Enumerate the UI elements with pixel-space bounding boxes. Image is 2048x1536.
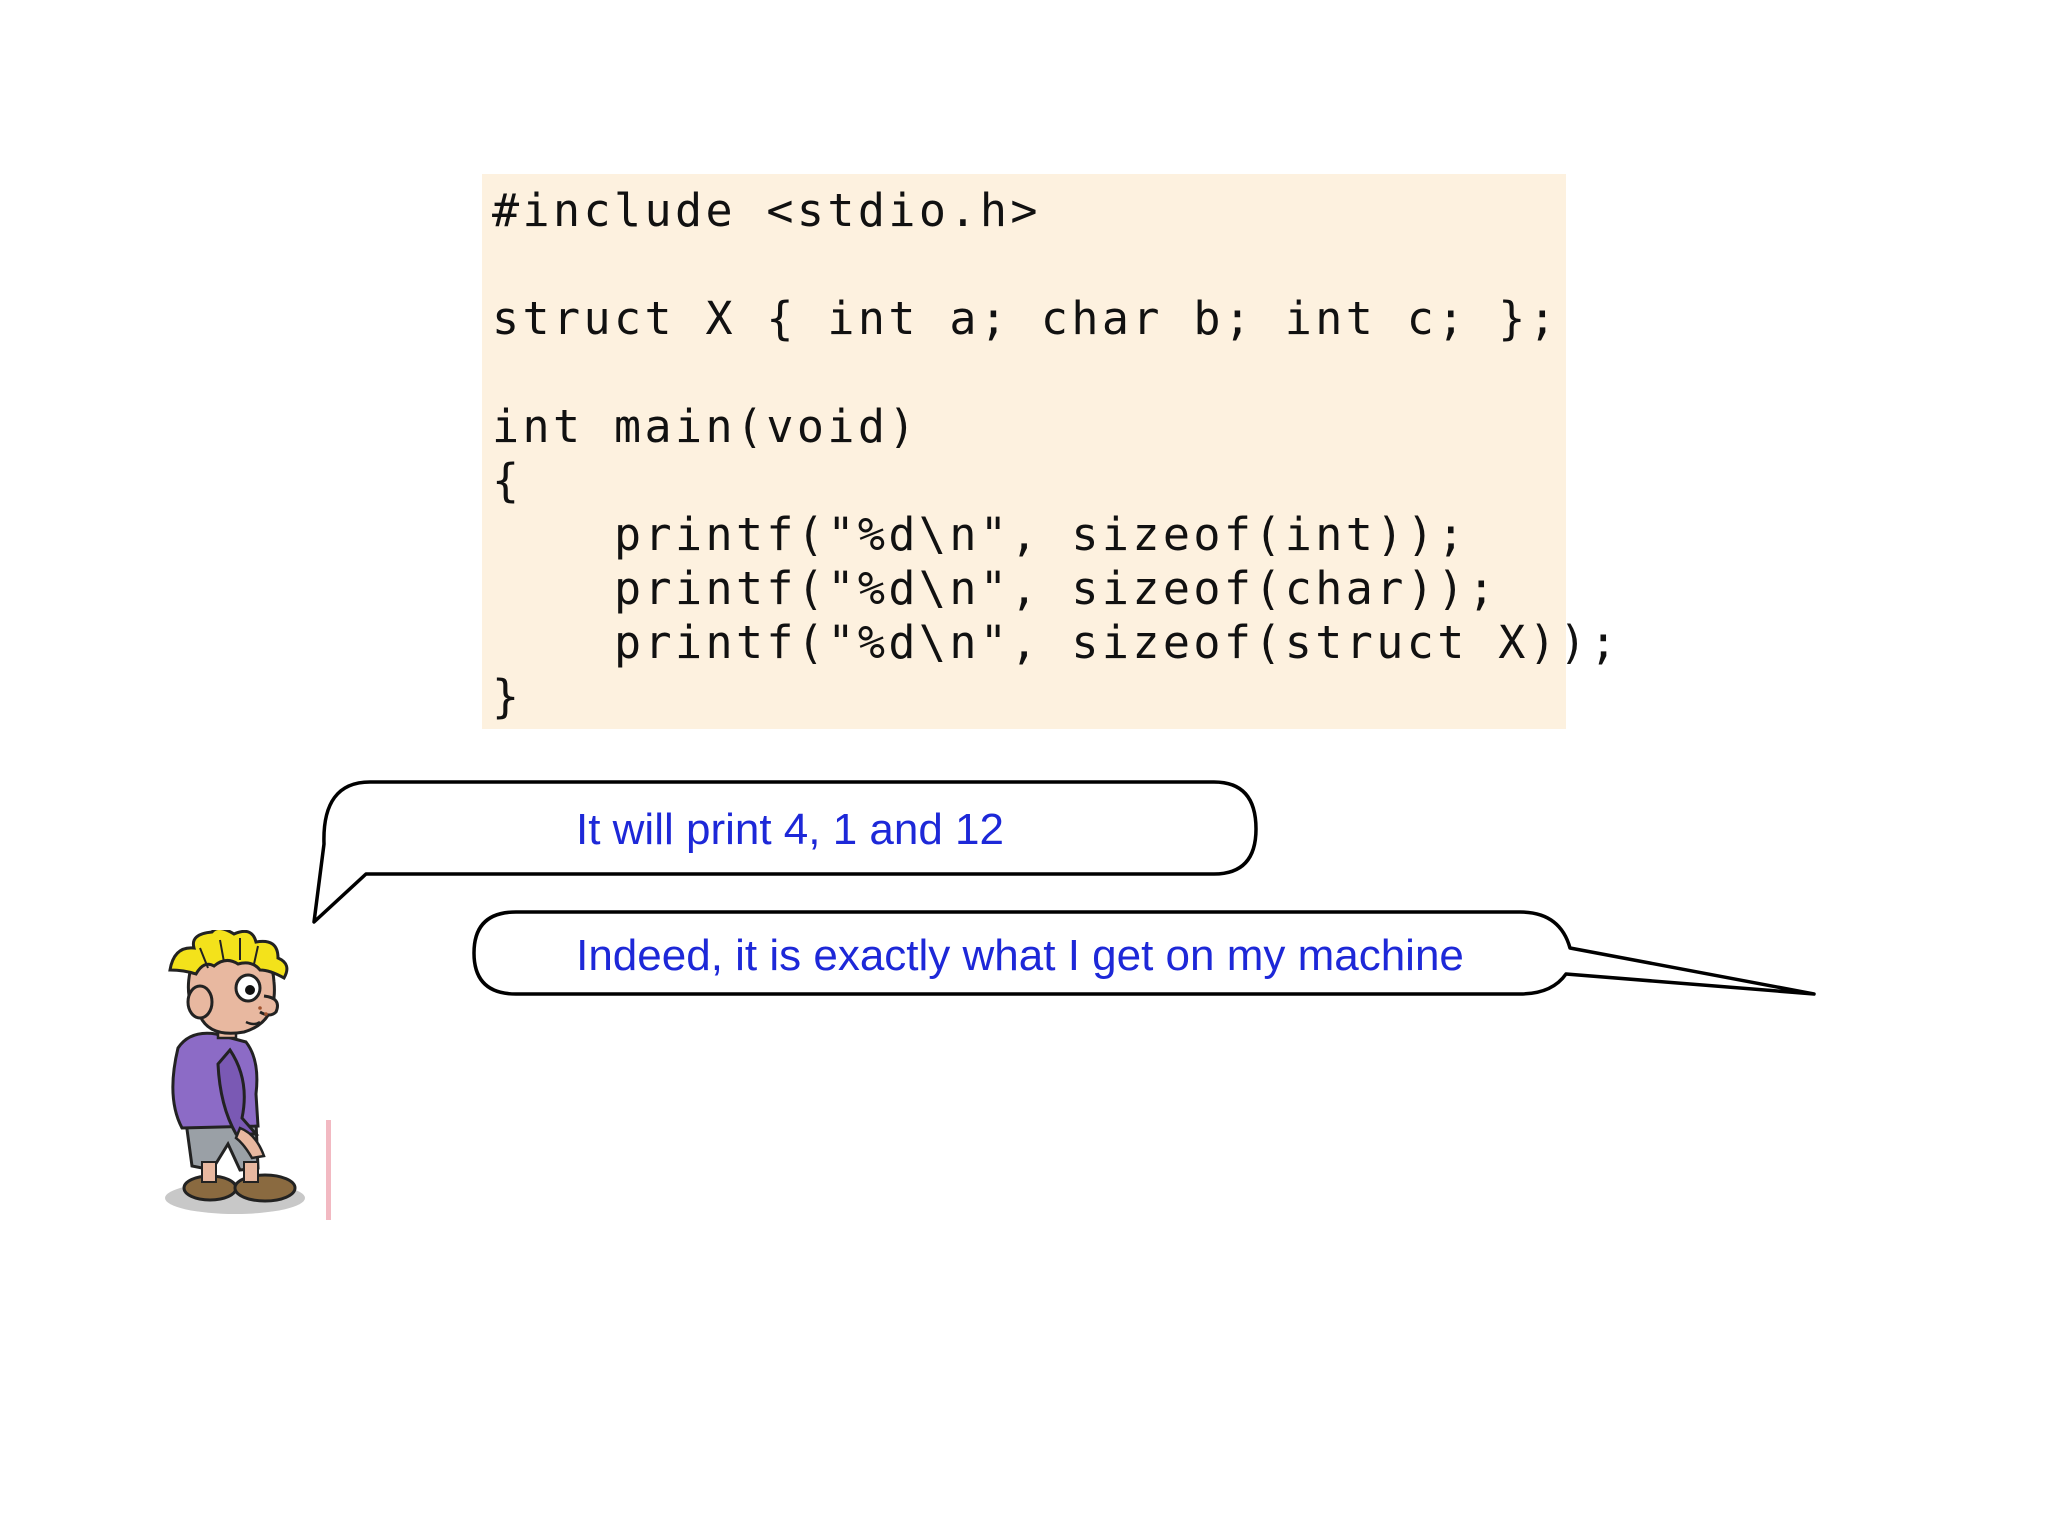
speech-bubble-second [472, 910, 1816, 996]
cartoon-boy-icon [165, 930, 331, 1220]
bubble-text-second: Indeed, it is exactly what I get on my m… [576, 931, 1464, 980]
code-line-printf-char: printf("%d\n", sizeof(char)); [492, 562, 1499, 615]
code-line-close-brace: } [492, 670, 523, 723]
code-line-open-brace: { [492, 454, 523, 507]
code-line-printf-int: printf("%d\n", sizeof(int)); [492, 508, 1468, 561]
code-line-struct: struct X { int a; char b; int c; }; [492, 292, 1560, 345]
code-line-main: int main(void) [492, 400, 919, 453]
code-block: #include <stdio.h> struct X { int a; cha… [482, 174, 1617, 729]
speech-bubble-first [312, 780, 1258, 924]
bubble-text-first: It will print 4, 1 and 12 [575, 805, 1004, 854]
code-line-include: #include <stdio.h> [492, 184, 1041, 237]
